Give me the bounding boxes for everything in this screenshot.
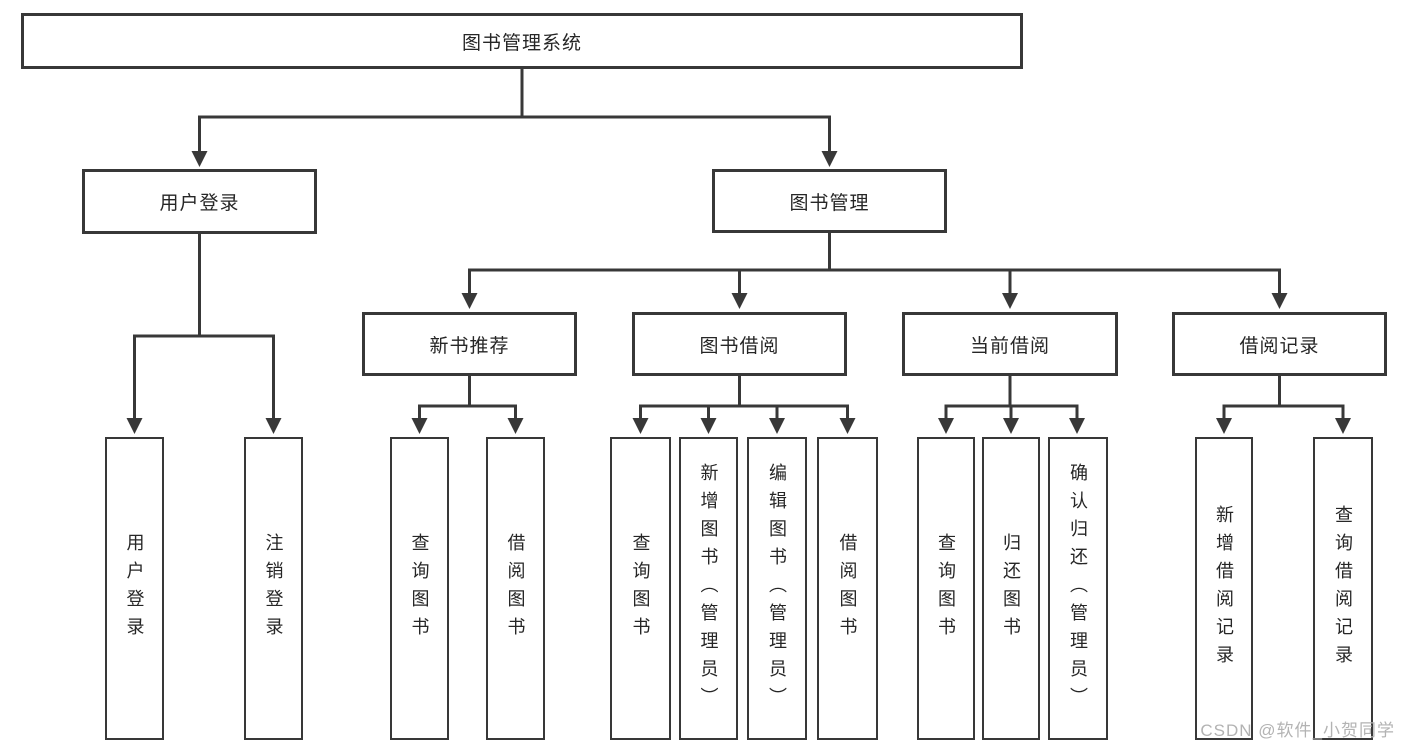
arrowhead: [731, 293, 748, 309]
leaf-current-confirm-return-admin: 确认归还（管理员）: [1048, 437, 1108, 740]
leaf-record-add-borrow-record: 新增借阅记录: [1195, 437, 1253, 740]
arrowhead: [1003, 418, 1019, 434]
arrowhead: [1216, 418, 1232, 434]
arrowhead: [839, 418, 856, 434]
arrowhead: [700, 418, 717, 434]
leaf-record-query-borrow-record: 查询借阅记录: [1313, 437, 1373, 740]
arrowhead: [191, 151, 208, 167]
arrowhead: [769, 418, 785, 434]
connector-borrowrecord-to-leaves: [1222, 374, 1345, 420]
node-borrow-record: 借阅记录: [1172, 312, 1387, 376]
connector-root-to-level2: [198, 67, 831, 154]
leaf-borrow-query-books: 查询图书: [610, 437, 671, 740]
arrowhead: [1335, 418, 1351, 434]
connector-currentborrow-to-leaves: [944, 374, 1079, 420]
leaf-borrow-edit-books-admin: 编辑图书（管理员）: [747, 437, 807, 740]
arrowheads: [126, 151, 1351, 434]
leaf-borrow-add-books-admin: 新增图书（管理员）: [679, 437, 738, 740]
leaf-newbook-query-books: 查询图书: [390, 437, 449, 740]
node-new-book-recommend: 新书推荐: [362, 312, 577, 376]
node-book-management: 图书管理: [712, 169, 947, 233]
arrowhead: [507, 418, 524, 434]
arrowhead: [821, 151, 838, 167]
node-current-borrow: 当前借阅: [902, 312, 1118, 376]
arrowhead: [126, 418, 143, 434]
connector-bookmgmt-to-level3: [468, 231, 1281, 295]
arrowhead: [938, 418, 954, 434]
node-library-management-system: 图书管理系统: [21, 13, 1023, 69]
leaf-logout: 注销登录: [244, 437, 303, 740]
leaf-current-query-books: 查询图书: [917, 437, 975, 740]
arrowhead: [1271, 293, 1288, 309]
connector-newbook-to-leaves: [418, 374, 517, 420]
arrowhead: [411, 418, 428, 434]
arrowhead: [265, 418, 282, 434]
arrowhead: [1002, 293, 1018, 309]
leaf-newbook-borrow-books: 借阅图书: [486, 437, 545, 740]
leaf-borrow-borrow-books: 借阅图书: [817, 437, 878, 740]
leaf-current-return-books: 归还图书: [982, 437, 1040, 740]
arrowhead: [632, 418, 649, 434]
connector-userlogin-to-leaves: [133, 232, 275, 420]
arrowhead: [1069, 418, 1085, 434]
arrowhead: [461, 293, 478, 309]
watermark: CSDN @软件_小贺同学: [1200, 721, 1395, 740]
node-book-borrow: 图书借阅: [632, 312, 847, 376]
node-user-login: 用户登录: [82, 169, 317, 234]
connector-bookborrow-to-leaves: [639, 374, 849, 420]
leaf-user-login: 用户登录: [105, 437, 164, 740]
